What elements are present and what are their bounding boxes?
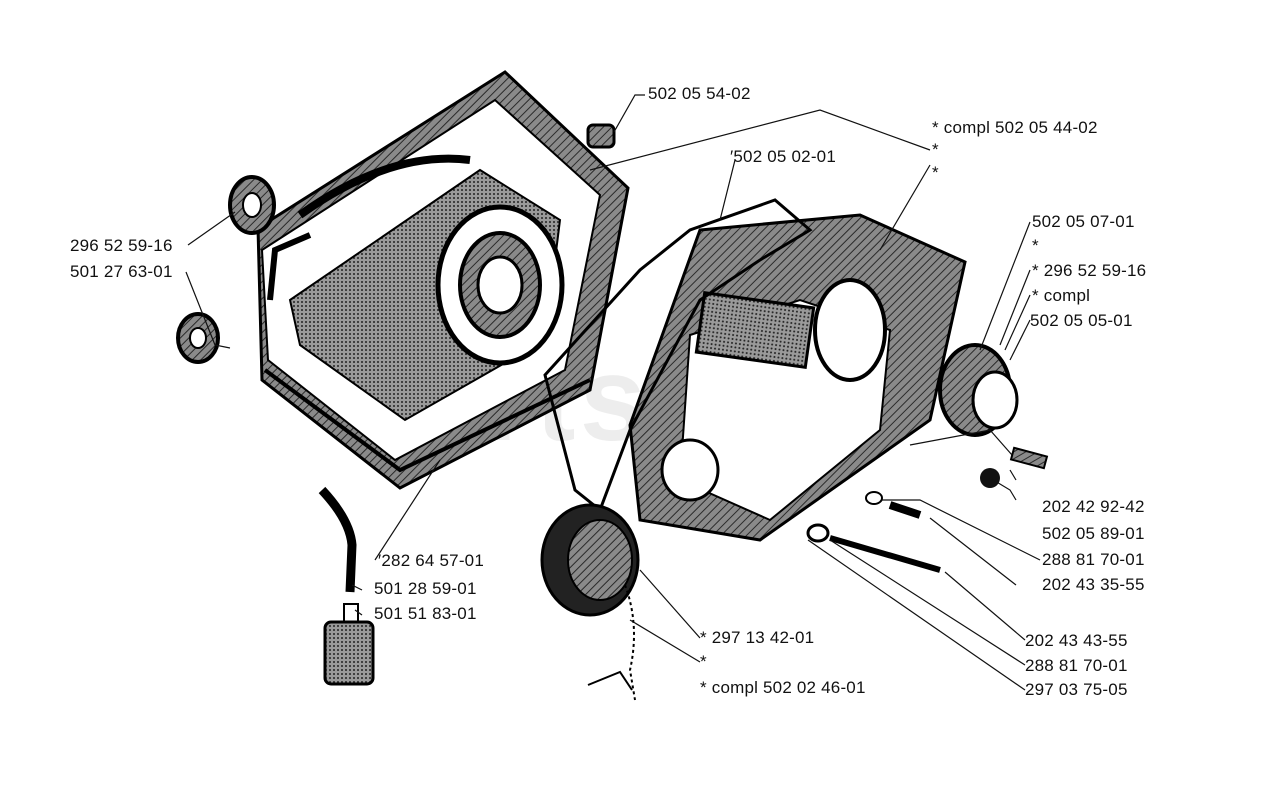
fuel-filter bbox=[323, 603, 375, 686]
label-star: * bbox=[932, 163, 939, 182]
label-star: * bbox=[932, 140, 939, 159]
label-compl-502-05-44-02: * compl 502 05 44-02 bbox=[932, 118, 1098, 137]
label-297-03-75-05: 297 03 75-05 bbox=[1025, 680, 1128, 699]
label-501-51-83-01: 501 51 83-01 bbox=[374, 604, 477, 623]
label-288-81-70-01-b: 288 81 70-01 bbox=[1025, 656, 1128, 675]
label-296-52-59-16-right: * 296 52 59-16 bbox=[1032, 261, 1147, 280]
long-bolt bbox=[806, 523, 941, 573]
washer-small bbox=[865, 491, 883, 505]
label-502-05-89-01: 502 05 89-01 bbox=[1042, 524, 1145, 543]
label-202-43-35-55: 202 43 35-55 bbox=[1042, 575, 1145, 594]
label-star: * bbox=[1032, 236, 1039, 255]
fuel-hose bbox=[318, 486, 357, 593]
label-288-81-70-01-a: 288 81 70-01 bbox=[1042, 550, 1145, 569]
label-296-52-59-16-left: 296 52 59-16 bbox=[70, 236, 173, 255]
label-star: * bbox=[700, 652, 707, 671]
label-502-05-54-02: 502 05 54-02 bbox=[648, 84, 751, 103]
label-502-05-05-01: 502 05 05-01 bbox=[1030, 311, 1133, 330]
right-crankcase-half bbox=[628, 213, 967, 542]
label-502-05-02-01: ′502 05 02-01 bbox=[730, 147, 836, 166]
gasket bbox=[543, 198, 813, 513]
label-202-43-43-55: 202 43 43-55 bbox=[1025, 631, 1128, 650]
label-202-42-92-42: 202 42 92-42 bbox=[1042, 497, 1145, 516]
fuel-cap bbox=[540, 503, 640, 701]
bolt-middle bbox=[888, 501, 922, 519]
plug-part bbox=[586, 123, 616, 149]
label-501-27-63-01: 501 27 63-01 bbox=[70, 262, 173, 281]
label-compl-502-02-46-01: * compl 502 02 46-01 bbox=[700, 678, 866, 697]
label-501-28-59-01: 501 28 59-01 bbox=[374, 579, 477, 598]
label-282-64-57-01: ′282 64 57-01 bbox=[378, 551, 484, 570]
label-compl-right: * compl bbox=[1032, 286, 1091, 305]
leader-lines bbox=[185, 94, 1041, 691]
right-bearing-housing bbox=[938, 343, 1019, 437]
bolt-upper bbox=[1009, 446, 1049, 470]
left-crankcase-half bbox=[256, 70, 630, 490]
left-bearing bbox=[228, 175, 276, 235]
label-297-13-42-01: * 297 13 42-01 bbox=[700, 628, 815, 647]
label-502-05-07-01: 502 05 07-01 bbox=[1032, 212, 1135, 231]
